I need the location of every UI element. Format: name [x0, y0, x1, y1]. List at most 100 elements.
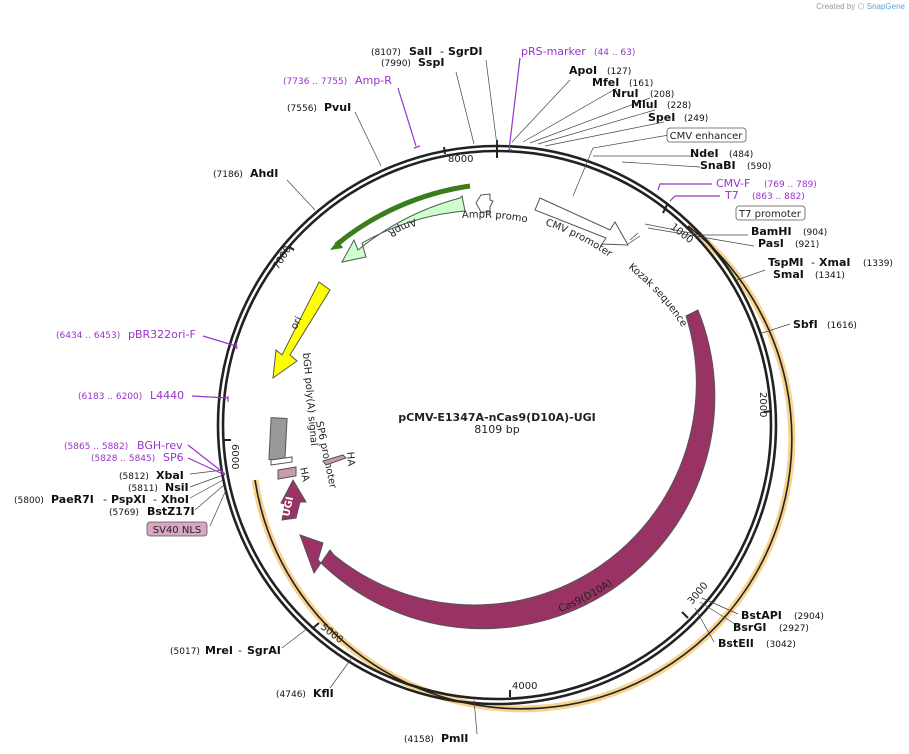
bgh-polya-feature — [268, 417, 288, 461]
ampr-promoter-feature — [475, 193, 494, 213]
enzyme-name: XhoI — [161, 493, 189, 506]
enzyme-position: (208) — [650, 90, 674, 100]
primer-name: SP6 — [163, 451, 184, 464]
cmv-promoter-feature — [534, 197, 629, 246]
enzyme-position: (7186) — [213, 170, 243, 180]
enzyme-name: ApoI — [569, 64, 597, 77]
primer-range: (6183 .. 6200) — [78, 392, 142, 402]
tick-label: 2000 — [757, 392, 768, 417]
enzyme-position: (7990) — [381, 59, 411, 69]
leader-lines — [189, 59, 791, 735]
enzyme-name: TspMI — [768, 256, 804, 269]
enzyme-name: SpeI — [648, 111, 675, 124]
primer-marks — [187, 57, 720, 476]
enzyme-position: (4746) — [276, 690, 306, 700]
enzyme-separator: - — [103, 493, 107, 506]
primer-range: (44 .. 63) — [594, 48, 635, 58]
ori-label: ori — [289, 315, 305, 332]
enzyme-name: MluI — [631, 98, 658, 111]
enzyme-position: (228) — [667, 101, 691, 111]
enzyme-position: (161) — [629, 79, 653, 89]
snapgene-credit: Created by ⬡ SnapGene — [816, 2, 905, 11]
enzyme-labels: (8107) SalI - SgrDI (7990) SspI (7556) P… — [14, 45, 893, 745]
enzyme-position: (5811) — [128, 484, 158, 494]
primer-name: pBR322ori-F — [128, 328, 196, 341]
enzyme-name: BsrGI — [733, 621, 766, 634]
enzyme-position: (2927) — [779, 624, 809, 634]
orf-highlight — [251, 223, 796, 713]
enzyme-position: (3042) — [766, 640, 796, 650]
primer-name: pRS-marker — [521, 45, 586, 58]
plasmid-name: pCMV-E1347A-nCas9(D10A)-UGI — [398, 411, 596, 424]
sp6-promoter-feature — [270, 456, 293, 466]
sv40-nls-box: SV40 NLS — [146, 521, 208, 537]
tick-label: 6000 — [229, 444, 240, 469]
enzyme-position: (249) — [684, 114, 708, 124]
enzyme-position: (7556) — [287, 104, 317, 114]
enzyme-name: XmaI — [819, 256, 850, 269]
enzyme-name: SgrDI — [448, 45, 482, 58]
enzyme-position: (5769) — [109, 508, 139, 518]
enzyme-name: AhdI — [250, 167, 278, 180]
ha-outer-label: HA — [344, 451, 356, 466]
enzyme-name: SgrAI — [247, 644, 281, 657]
ampr-feature — [341, 194, 466, 263]
enzyme-name: SnaBI — [700, 159, 736, 172]
enzyme-name: BstEII — [718, 637, 754, 650]
enzyme-position: (4158) — [404, 735, 434, 745]
enzyme-name: SmaI — [773, 268, 804, 281]
enzyme-separator: - — [811, 256, 815, 269]
ha-outer-feature — [322, 454, 347, 466]
ori-feature — [272, 281, 331, 380]
cmv-enhancer-box: CMV enhancer — [666, 127, 747, 143]
t7-promoter-label: T7 promoter — [738, 209, 802, 220]
tick-label: 4000 — [512, 681, 537, 692]
enzyme-name: PaeR7I — [51, 493, 94, 506]
enzyme-name: NdeI — [690, 147, 719, 160]
kozak-label: Kozak sequence — [626, 262, 689, 329]
enzyme-name: KflI — [313, 687, 334, 700]
enzyme-name: PmlI — [441, 732, 468, 745]
t7-promoter-box: T7 promoter — [735, 205, 806, 221]
enzyme-separator: - — [238, 644, 242, 657]
primer-range: (6434 .. 6453) — [56, 331, 120, 341]
amp-r-primer-arrow — [330, 183, 471, 250]
enzyme-position: (2904) — [794, 612, 824, 622]
ugi-label: UGI — [281, 496, 296, 518]
enzyme-position: (5812) — [119, 472, 149, 482]
enzyme-position: (921) — [795, 240, 819, 250]
enzyme-name: SbfI — [793, 318, 818, 331]
enzyme-name: NsiI — [165, 481, 189, 494]
enzyme-name: XbaI — [156, 469, 184, 482]
sv40-nls-label: SV40 NLS — [153, 525, 202, 536]
enzyme-name: PspXI — [111, 493, 146, 506]
credit-brand: SnapGene — [866, 2, 905, 11]
sp6-promoter-label: SP6 promoter — [313, 420, 338, 490]
ha-inner-feature — [277, 466, 297, 480]
cmv-enhancer-label: CMV enhancer — [670, 131, 744, 142]
primer-range: (769 .. 789) — [764, 180, 817, 190]
enzyme-position: (8107) — [371, 48, 401, 58]
primer-range: (5865 .. 5882) — [64, 442, 128, 452]
credit-prefix: Created by — [816, 2, 856, 11]
enzyme-position: (5800) — [14, 496, 44, 506]
enzyme-position: (1339) — [863, 259, 893, 269]
snapgene-logo-icon: ⬡ — [857, 2, 865, 11]
enzyme-name: MfeI — [592, 76, 619, 89]
ha-inner-label: HA — [297, 466, 311, 482]
enzyme-position: (484) — [729, 150, 753, 160]
enzyme-name: SalI — [409, 45, 432, 58]
primer-range: (7736 .. 7755) — [283, 77, 347, 87]
enzyme-name: PasI — [758, 237, 784, 250]
enzyme-position: (904) — [803, 228, 827, 238]
enzyme-position: (127) — [607, 67, 631, 77]
primer-name: L4440 — [150, 389, 184, 402]
enzyme-name: SspI — [418, 56, 444, 69]
primer-name: CMV-F — [716, 177, 750, 190]
ampr-label: AmpR — [386, 216, 418, 239]
primer-labels: pRS-marker (44 .. 63) (7736 .. 7755) Amp… — [56, 45, 817, 464]
enzyme-separator: - — [153, 493, 157, 506]
enzyme-name: MreI — [205, 644, 233, 657]
enzyme-name: PvuI — [324, 101, 351, 114]
